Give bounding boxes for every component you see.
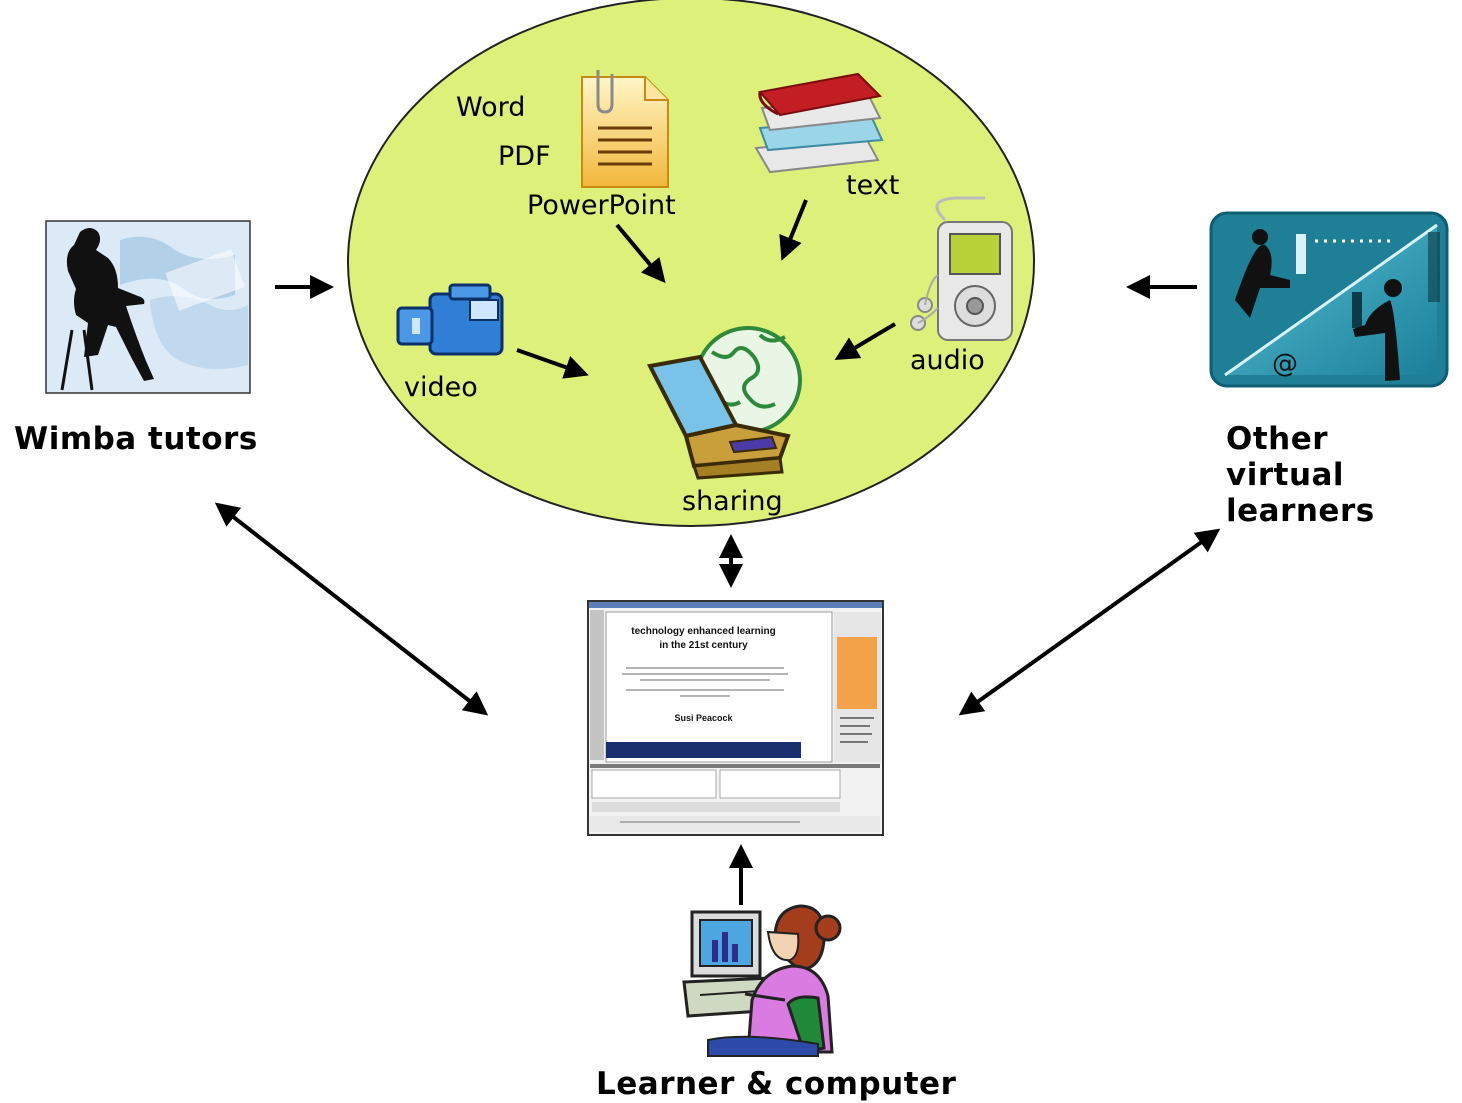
text-label: text bbox=[846, 170, 900, 201]
arrow-video-to-sharing bbox=[516, 348, 589, 379]
person-silhouette-icon bbox=[66, 228, 154, 381]
audio-label: audio bbox=[910, 345, 985, 376]
arrow-learners-screen-two-way bbox=[958, 528, 1221, 716]
screenshot-title-line1: technology enhanced learning bbox=[631, 626, 776, 637]
video-label: video bbox=[404, 372, 478, 403]
other-virtual-learners-label: Other virtual learners bbox=[1226, 421, 1375, 529]
screenshot-author: Susi Peacock bbox=[674, 713, 733, 723]
tutor-picture bbox=[45, 220, 251, 394]
svg-text:@: @ bbox=[1272, 349, 1298, 379]
learner-computer-label: Learner & computer bbox=[596, 1066, 957, 1102]
audio-player-icon bbox=[910, 196, 1013, 341]
arrow-audio-to-sharing bbox=[834, 322, 897, 361]
arrow-text-to-sharing bbox=[779, 199, 808, 261]
laptop-globe-icon bbox=[646, 326, 802, 480]
video-camera-icon bbox=[396, 283, 504, 356]
document-icon bbox=[581, 70, 669, 188]
learner-at-computer-icon bbox=[682, 904, 842, 1057]
screenshot-title-line2: in the 21st century bbox=[659, 640, 748, 651]
books-icon bbox=[754, 72, 884, 174]
arrow-powerpoint-to-sharing bbox=[615, 223, 666, 284]
arrow-tutors-screen-two-way bbox=[214, 502, 489, 716]
powerpoint-label: PowerPoint bbox=[527, 190, 676, 221]
virtual-learners-icon: @ bbox=[1209, 211, 1449, 388]
learning-environment-screenshot bbox=[587, 600, 884, 836]
pdf-label: PDF bbox=[498, 141, 551, 172]
wimba-tutors-label: Wimba tutors bbox=[14, 421, 258, 457]
word-label: Word bbox=[456, 92, 526, 123]
connector-arrows bbox=[214, 199, 1221, 905]
sharing-label: sharing bbox=[682, 486, 783, 517]
